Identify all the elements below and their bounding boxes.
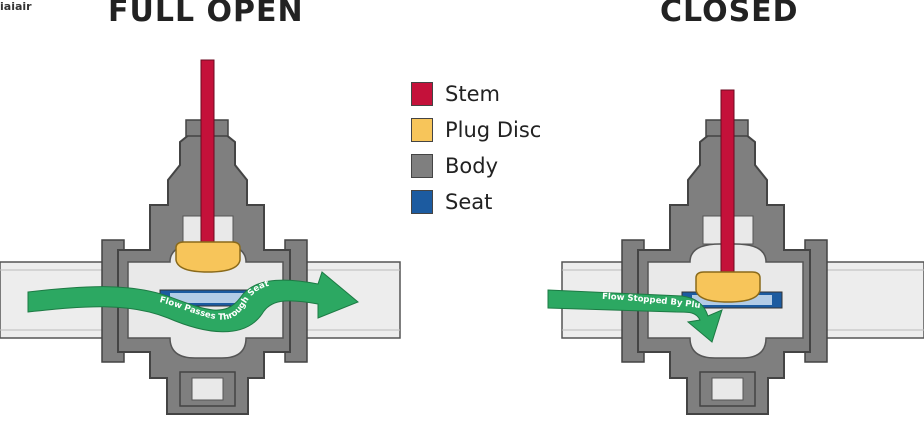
plug-disc-swatch: [411, 118, 433, 142]
flow-arrow-open: [27, 271, 359, 333]
legend-item-body: Body: [411, 148, 541, 184]
plug-disc-open: [175, 241, 241, 273]
legend-item-seat: Seat: [411, 184, 541, 220]
legend-label-stem: Stem: [445, 82, 500, 106]
valve-full-open: Flow Passes Through Seat: [0, 59, 401, 415]
title-full-open: FULL OPEN: [108, 0, 304, 29]
stem-closed: [720, 89, 735, 281]
watermark: iaiair: [0, 0, 32, 13]
legend-label-seat: Seat: [445, 190, 493, 214]
legend-label-plug-disc: Plug Disc: [445, 118, 542, 142]
seat-swatch: [411, 190, 433, 214]
stem-swatch: [411, 82, 433, 106]
plug-disc-closed: [695, 271, 761, 303]
flow-arrow-closed: [547, 289, 723, 343]
body-swatch: [411, 154, 433, 178]
legend-label-body: Body: [445, 154, 499, 178]
legend-item-stem: Stem: [411, 76, 541, 112]
pipe-right-closed: [809, 261, 924, 339]
legend-item-plug-disc: Plug Disc: [411, 112, 541, 148]
legend: Stem Plug Disc Body Seat: [411, 76, 541, 220]
stem-open: [200, 59, 215, 251]
title-closed: CLOSED: [660, 0, 799, 29]
